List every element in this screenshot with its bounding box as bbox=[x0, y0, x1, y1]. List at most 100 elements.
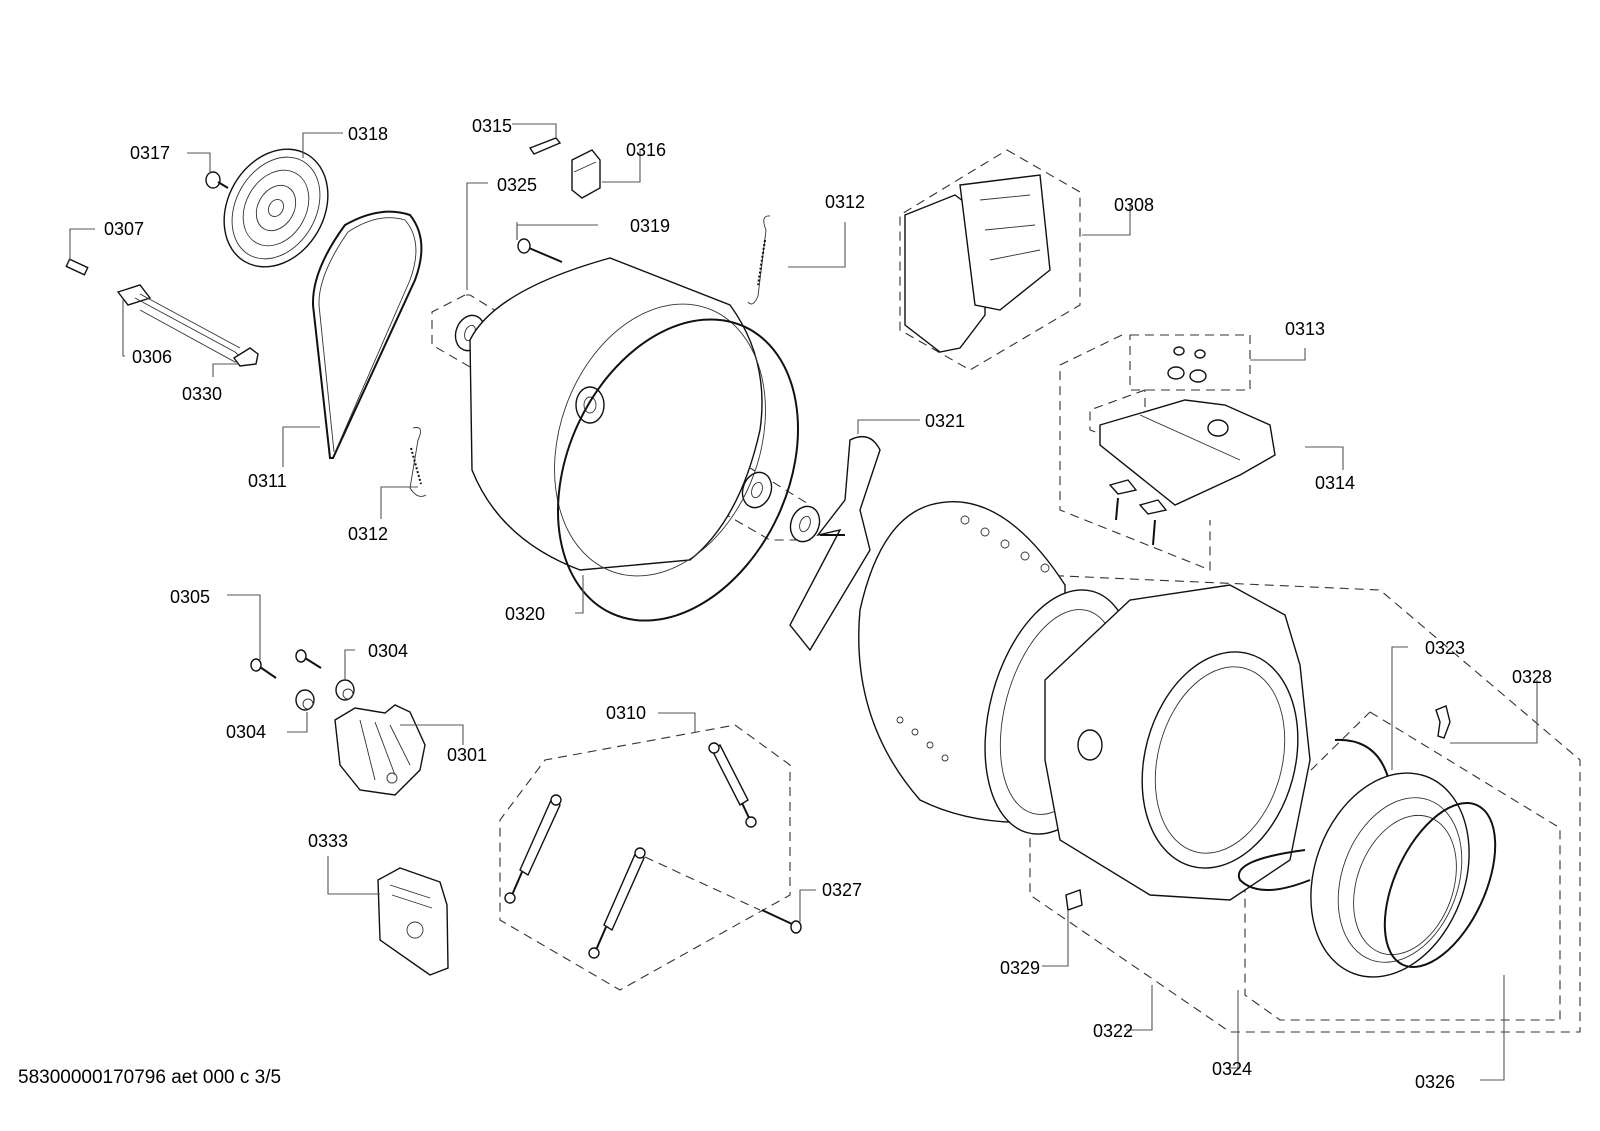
leader-0311 bbox=[282, 426, 320, 467]
leader-0306 bbox=[122, 300, 125, 357]
leader-0315 bbox=[512, 123, 557, 138]
callout-0304-upper: 0304 bbox=[368, 641, 408, 661]
callout-0314: 0314 bbox=[1315, 473, 1355, 493]
drive-belt-part bbox=[311, 210, 423, 459]
callout-0308: 0308 bbox=[1114, 195, 1154, 215]
outer-clamp-ring-part bbox=[1383, 802, 1497, 968]
leader-lines bbox=[69, 123, 1538, 1081]
leader-0304-lower bbox=[287, 712, 308, 733]
leader-0318 bbox=[302, 132, 343, 158]
callout-0329: 0328 bbox=[1512, 667, 1552, 687]
shock-bolt-axis bbox=[644, 856, 761, 911]
tub-seal-ring-part bbox=[557, 318, 799, 622]
tub-spring-lower-part bbox=[409, 427, 427, 497]
callout-0313: 0313 bbox=[1285, 319, 1325, 339]
leader-0328 bbox=[1042, 910, 1069, 967]
leader-0304-upper bbox=[344, 649, 355, 680]
rear-tub-part bbox=[469, 257, 766, 577]
motor-bushing-upper-part bbox=[335, 679, 355, 701]
leader-0312-lower bbox=[380, 486, 418, 519]
callout-0312-lower: 0312 bbox=[348, 524, 388, 544]
leader-0322 bbox=[1126, 985, 1153, 1031]
leader-0321 bbox=[857, 419, 920, 434]
leader-0316 bbox=[602, 149, 641, 183]
bracket-part bbox=[571, 149, 601, 199]
leader-0333 bbox=[327, 856, 380, 895]
callout-0301: 0301 bbox=[447, 745, 487, 765]
heater-sensor-part bbox=[65, 258, 89, 276]
shock-absorber-right-part bbox=[708, 742, 757, 828]
counterweight-part bbox=[1099, 399, 1276, 546]
front-tub-part bbox=[1044, 584, 1311, 901]
callout-0333: 0333 bbox=[308, 831, 348, 851]
callout-0306: 0306 bbox=[132, 347, 172, 367]
leader-0313 bbox=[1250, 348, 1306, 361]
callout-0326: 0326 bbox=[1415, 1072, 1455, 1092]
control-module-part bbox=[904, 174, 1051, 353]
callout-0322: 0322 bbox=[1093, 1021, 1133, 1041]
tub-spring-upper-part bbox=[747, 215, 771, 305]
motor-part bbox=[334, 704, 426, 796]
group-outline-counterweight-nuts bbox=[1129, 334, 1251, 391]
callout-0328: 0329 bbox=[1000, 958, 1040, 978]
clip-part bbox=[1065, 889, 1083, 911]
group-outline-counterweight bbox=[1059, 334, 1211, 571]
leader-0319-left bbox=[516, 224, 598, 240]
bearing-middle-part bbox=[741, 471, 773, 509]
heating-element-part bbox=[116, 284, 241, 363]
tub-screw-part bbox=[517, 238, 563, 263]
callout-labels: 0317 0318 0307 0306 0330 0311 0312 0315 … bbox=[104, 116, 1552, 1092]
shock-absorber-left-part bbox=[504, 794, 562, 904]
leader-0324 bbox=[1226, 990, 1239, 1069]
leader-0310 bbox=[658, 712, 696, 732]
callout-0319: 0319 bbox=[630, 216, 670, 236]
leader-0323 bbox=[1391, 646, 1408, 770]
door-seal-part bbox=[1310, 772, 1470, 978]
bearing-front-part bbox=[789, 505, 821, 543]
callout-0315: 0315 bbox=[472, 116, 512, 136]
callout-0307: 0307 bbox=[104, 219, 144, 239]
leader-0317 bbox=[187, 152, 211, 173]
motor-screw-right-part bbox=[295, 649, 322, 669]
leader-0312-upper bbox=[788, 222, 846, 268]
belt-pulley-part bbox=[223, 148, 329, 268]
leader-0308 bbox=[1082, 205, 1131, 236]
leader-0326 bbox=[1480, 975, 1505, 1081]
group-outline-shock-absorbers bbox=[499, 724, 791, 991]
callout-0327: 0327 bbox=[822, 880, 862, 900]
callout-0318: 0318 bbox=[348, 124, 388, 144]
callout-0323: 0323 bbox=[1425, 638, 1465, 658]
callout-0311: 0311 bbox=[248, 471, 287, 491]
callout-0310: 0310 bbox=[606, 703, 646, 723]
callout-0324: 0324 bbox=[1212, 1059, 1252, 1079]
callout-0320: 0320 bbox=[505, 604, 545, 624]
leader-0320 bbox=[575, 575, 584, 614]
callout-0325: 0325 bbox=[497, 175, 537, 195]
leader-0329 bbox=[1450, 680, 1538, 744]
leader-0330 bbox=[212, 363, 238, 377]
callout-0316: 0316 bbox=[626, 140, 666, 160]
leader-0314 bbox=[1305, 446, 1344, 470]
leader-0301 bbox=[400, 724, 464, 745]
callout-0312-upper: 0312 bbox=[825, 192, 865, 212]
group-outline-bearing-set bbox=[431, 294, 811, 541]
leader-0307 bbox=[69, 228, 95, 260]
callout-0321: 0321 bbox=[925, 411, 965, 431]
heater-clamp-part bbox=[232, 347, 259, 367]
callout-0304-lower: 0304 bbox=[226, 722, 266, 742]
callout-0317: 0317 bbox=[130, 143, 170, 163]
leader-0305 bbox=[227, 594, 261, 660]
group-outline-front-tub bbox=[1029, 574, 1581, 1033]
callout-0305: 0305 bbox=[170, 587, 210, 607]
leader-0325 bbox=[466, 182, 488, 290]
sensor-part bbox=[528, 137, 562, 155]
shock-absorber-bolt-part bbox=[761, 909, 802, 934]
document-footer-code: 58300000170796 aet 000 c 3/5 bbox=[18, 1067, 282, 1088]
shock-absorber-middle-part bbox=[588, 847, 646, 959]
group-outline-door-seal bbox=[1244, 711, 1561, 1021]
counterweight-nuts-part bbox=[1167, 346, 1207, 383]
nozzle-part bbox=[1435, 705, 1451, 739]
pulley-screw-part bbox=[205, 171, 229, 189]
motor-screw-left-part bbox=[250, 658, 277, 679]
